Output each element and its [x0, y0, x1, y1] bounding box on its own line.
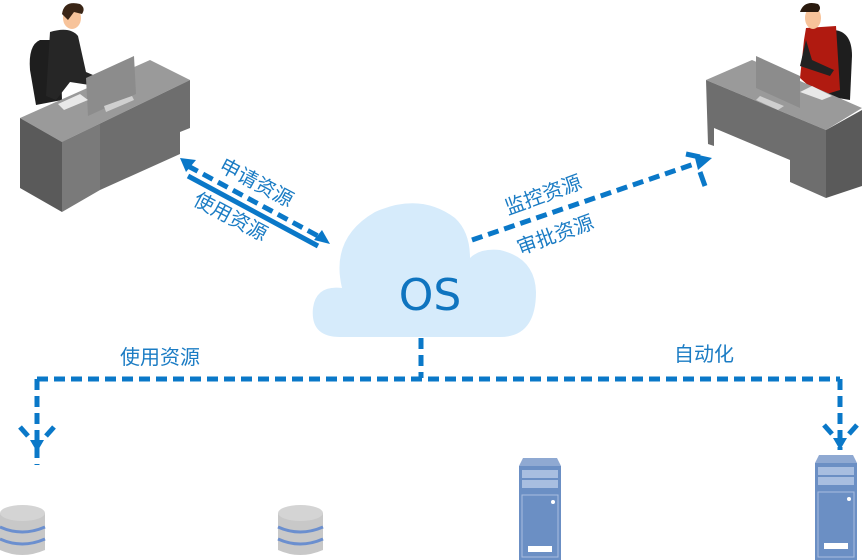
arrow-head-user-left: [180, 158, 196, 172]
edge-label-automation: 自动化: [674, 342, 734, 366]
edge-label-use-resources: 使用资源: [120, 345, 200, 369]
server-icon: [519, 458, 561, 560]
database-icon: [0, 505, 46, 555]
edge-right-user: [471, 151, 712, 243]
user-left-desk: [20, 3, 190, 212]
arrow-head-server-2: [822, 423, 859, 450]
database-icon: [277, 505, 324, 555]
server-icon: [815, 455, 857, 560]
edge-label-approve: 审批资源: [514, 210, 597, 260]
edge-left-user: [186, 163, 320, 249]
edge-label-monitor: 监控资源: [502, 170, 585, 220]
os-cloud: [312, 203, 536, 337]
arrow-head-database-1: [18, 425, 56, 452]
user-right-desk: [706, 3, 862, 198]
arrow-head-os-left: [314, 230, 330, 244]
os-label: OS: [399, 270, 462, 321]
